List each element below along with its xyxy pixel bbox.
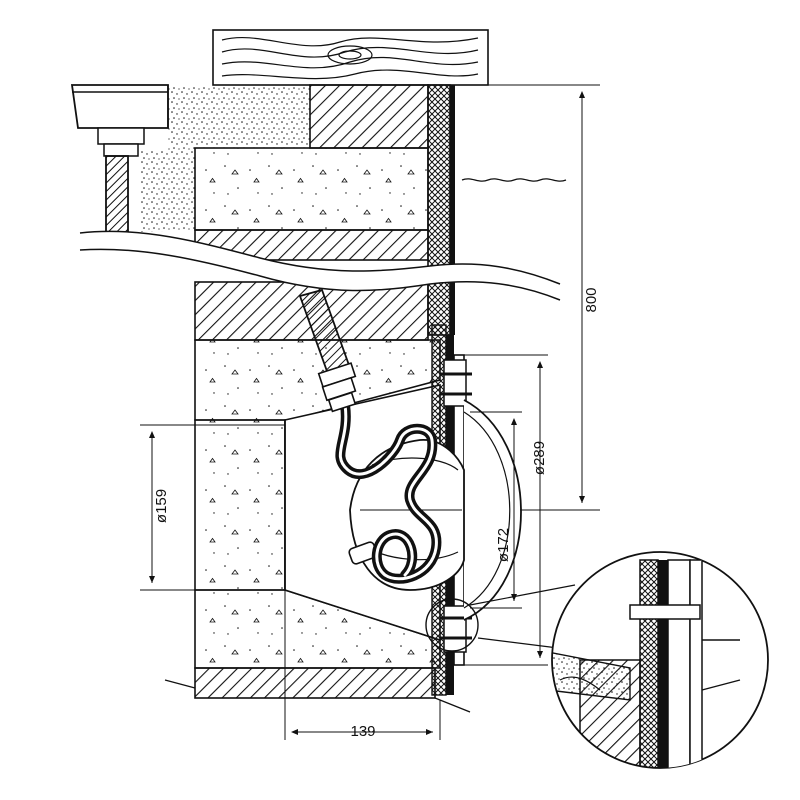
bottom-break-line xyxy=(164,679,471,713)
niche-depth-label: 139 xyxy=(350,723,375,740)
wood-beam xyxy=(212,29,489,86)
dimension-niche-depth: 139 xyxy=(284,590,441,740)
mid-hatched-band xyxy=(194,229,429,341)
upper-concrete-block xyxy=(194,147,429,231)
flange-diameter-label: ø289 xyxy=(531,441,548,475)
dimension-depth: 800 xyxy=(455,84,600,511)
lens-diameter-label: ø172 xyxy=(495,528,512,562)
water-surface xyxy=(461,178,567,182)
hole-diameter-label: ø159 xyxy=(153,489,170,523)
lower-concrete-wall xyxy=(194,339,441,699)
detail-marker xyxy=(425,584,576,652)
dimension-flange: ø289 xyxy=(464,354,548,666)
power-cable xyxy=(335,400,442,584)
upper-coping-block xyxy=(309,84,429,149)
lens-dome xyxy=(463,399,522,621)
backfill-gravel xyxy=(140,85,310,232)
break-line xyxy=(79,230,561,301)
skimmer-fitting xyxy=(70,84,169,235)
magnified-detail xyxy=(551,551,769,769)
wall-membrane xyxy=(427,84,455,336)
dimension-hole: ø159 xyxy=(140,424,285,591)
cable-conduit xyxy=(298,288,357,413)
dimension-lens: ø172 xyxy=(470,411,522,609)
depth-label: 800 xyxy=(583,287,600,312)
